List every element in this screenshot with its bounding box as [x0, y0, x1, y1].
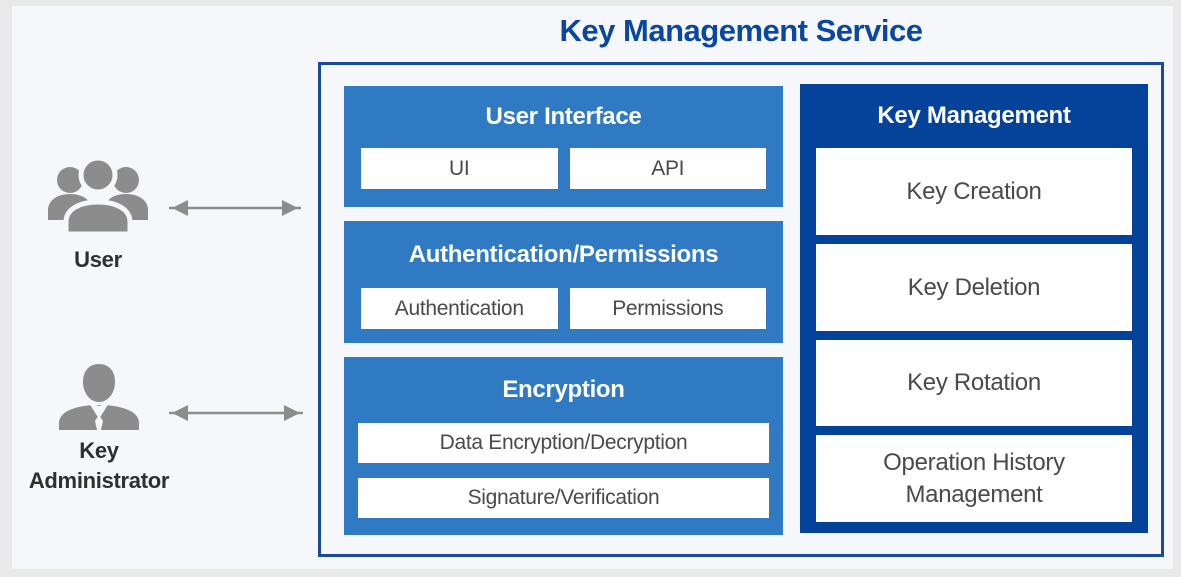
box-key-creation: Key Creation [816, 148, 1132, 235]
bidirectional-arrow-icon [169, 405, 303, 421]
actor-user: User [38, 150, 158, 275]
admin-person-icon [59, 364, 139, 432]
section-user-interface-title: User Interface [485, 103, 642, 130]
section-encryption-items: Data Encryption/Decryption Signature/Ver… [344, 423, 783, 518]
panel-key-management: Key Management Key Creation Key Deletion… [800, 84, 1148, 533]
chip-permissions: Permissions [569, 288, 766, 329]
panel-key-management-title: Key Management [877, 102, 1071, 129]
section-authentication-permissions-items: Authentication Permissions [344, 288, 783, 329]
chip-ui: UI [361, 148, 558, 189]
chip-signature-verification: Signature/Verification [358, 478, 769, 518]
section-user-interface-items: UI API [344, 148, 783, 189]
actor-key-administrator-label: Key Administrator [28, 438, 170, 493]
section-authentication-permissions: Authentication/Permissions Authenticatio… [344, 221, 783, 343]
section-encryption-title: Encryption [502, 376, 625, 403]
actor-user-label: User [74, 247, 122, 272]
service-boundary-box [318, 62, 1164, 557]
section-authentication-permissions-title: Authentication/Permissions [408, 240, 719, 268]
chip-api: API [569, 148, 766, 189]
chip-authentication: Authentication [361, 288, 558, 329]
key-management-items: Key Creation Key Deletion Key Rotation O… [800, 148, 1148, 533]
box-key-rotation: Key Rotation [816, 339, 1132, 427]
section-user-interface: User Interface UI API [344, 86, 783, 207]
section-encryption: Encryption Data Encryption/Decryption Si… [344, 357, 783, 535]
users-group-icon [48, 155, 148, 237]
actor-key-administrator: Key Administrator [18, 360, 180, 495]
chip-data-encryption-decryption: Data Encryption/Decryption [358, 423, 769, 463]
box-operation-history-management: Operation History Management [816, 435, 1132, 522]
diagram-title: Key Management Service [559, 13, 923, 48]
box-key-deletion: Key Deletion [816, 243, 1132, 331]
bidirectional-arrow-icon [169, 200, 301, 216]
